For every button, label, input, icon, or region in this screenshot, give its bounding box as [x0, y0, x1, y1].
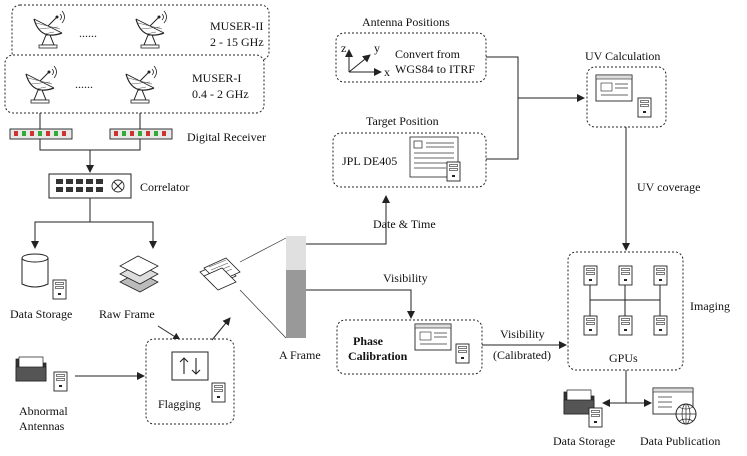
stacked-frames-icon [119, 255, 159, 293]
server-icon [52, 279, 67, 300]
muser2-ellipsis: ...... [79, 26, 97, 40]
imaging-label: Imaging [690, 299, 730, 313]
server-icon [653, 315, 668, 336]
uv-coverage-label: UV coverage [637, 180, 700, 194]
database-icon [21, 258, 49, 288]
muser1-name: MUSER-I [192, 71, 241, 85]
gpus-label: GPUs [609, 351, 638, 365]
abnormal-label-2: Antennas [19, 419, 65, 433]
phase-label-2: Calibration [348, 349, 408, 363]
abnormal-label-1: Abnormal [19, 404, 68, 418]
axis-x-label: x [384, 65, 390, 79]
target-position-label: Target Position [366, 114, 439, 128]
uv-calculation-label: UV Calculation [585, 49, 660, 63]
folder-icon [15, 356, 47, 382]
axis-z-label: z [341, 41, 346, 55]
flagging-box: Flagging [145, 338, 235, 425]
antenna-positions-label: Antenna Positions [362, 15, 450, 29]
muser2-name: MUSER-II [210, 19, 263, 33]
swap-icon [171, 351, 209, 381]
server-icon [653, 265, 668, 286]
window-icon [595, 74, 633, 102]
arrow [306, 195, 390, 245]
connector [239, 237, 287, 263]
digital-receiver: Digital Receiver [9, 128, 266, 144]
server-icon [583, 315, 598, 336]
date-time-label: Date & Time [373, 217, 436, 231]
data-publication-label: Data Publication [640, 434, 720, 448]
antenna-positions-box: Antenna Positions z y x Convert from WGS… [335, 15, 487, 83]
raw-frame: Raw Frame [99, 255, 159, 321]
server-icon [637, 97, 652, 118]
uv-calculation-box: UV Calculation [585, 49, 667, 128]
server-icon [211, 382, 226, 403]
a-frame: A Frame [279, 236, 321, 362]
frames-icon [199, 257, 241, 291]
connector [39, 139, 141, 151]
data-storage-right-label: Data Storage [553, 434, 615, 448]
target-position-box: Target Position JPL DE405 [332, 114, 487, 188]
server-icon [583, 265, 598, 286]
a-frame-label: A Frame [279, 348, 321, 362]
connector [486, 56, 519, 160]
arrow [211, 317, 231, 341]
flagging-label: Flagging [158, 397, 201, 411]
convert-label-2: WGS84 to ITRF [395, 62, 475, 76]
visibility-cal-label-2: (Calibrated) [493, 348, 551, 362]
data-storage-left: Data Storage [10, 253, 72, 321]
jpl-label: JPL DE405 [342, 154, 397, 168]
switch-port-icon [56, 179, 103, 192]
arrow [157, 325, 181, 341]
muser2-band: 2 - 15 GHz [210, 35, 264, 49]
arrow [306, 289, 415, 319]
arrow [31, 198, 91, 249]
correlator-label: Correlator [140, 180, 189, 194]
muser-2-box: ...... MUSER-II 2 - 15 GHz [11, 4, 270, 61]
receiver-led-icon [14, 131, 166, 136]
connector [239, 289, 287, 339]
muser1-ellipsis: ...... [75, 77, 93, 91]
connector [589, 285, 661, 316]
server-icon [446, 161, 461, 182]
raw-frame-label: Raw Frame [99, 307, 155, 321]
axes-icon [345, 49, 382, 76]
digital-receiver-label: Digital Receiver [187, 130, 266, 144]
visibility-label: Visibility [383, 271, 428, 285]
server-icon [588, 407, 603, 428]
phase-label-1: Phase [353, 334, 384, 348]
arrow [90, 221, 157, 249]
server-icon [618, 315, 633, 336]
phase-calibration-box: Phase Calibration [336, 319, 483, 375]
gpus-box: GPUs [567, 251, 684, 371]
data-storage-left-label: Data Storage [10, 307, 72, 321]
muser1-band: 0.4 - 2 GHz [192, 87, 249, 101]
data-publication: Data Publication [640, 387, 720, 448]
axis-y-label: y [374, 41, 380, 55]
window-icon [414, 323, 452, 351]
convert-label-1: Convert from [395, 47, 461, 61]
server-icon [53, 371, 68, 392]
server-icon [618, 265, 633, 286]
muser-1-box: ...... MUSER-I 0.4 - 2 GHz [4, 54, 265, 114]
data-storage-right: Data Storage [553, 389, 615, 448]
server-icon [455, 343, 470, 364]
visibility-cal-label-1: Visibility [500, 327, 545, 341]
correlator-device: Correlator [48, 173, 189, 199]
abnormal-antennas: Abnormal Antennas [15, 356, 68, 433]
